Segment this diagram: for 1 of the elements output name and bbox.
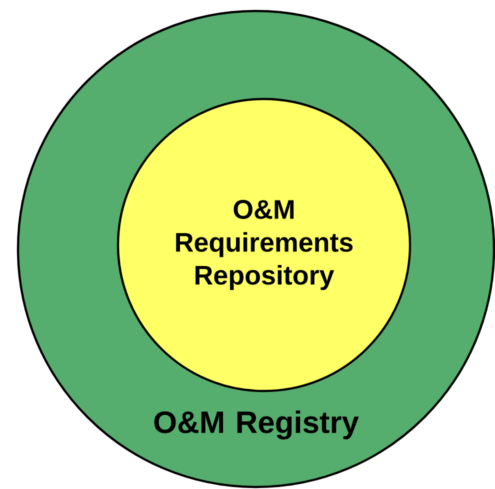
circle-region: O&M Requirements Repository: [116, 98, 412, 392]
